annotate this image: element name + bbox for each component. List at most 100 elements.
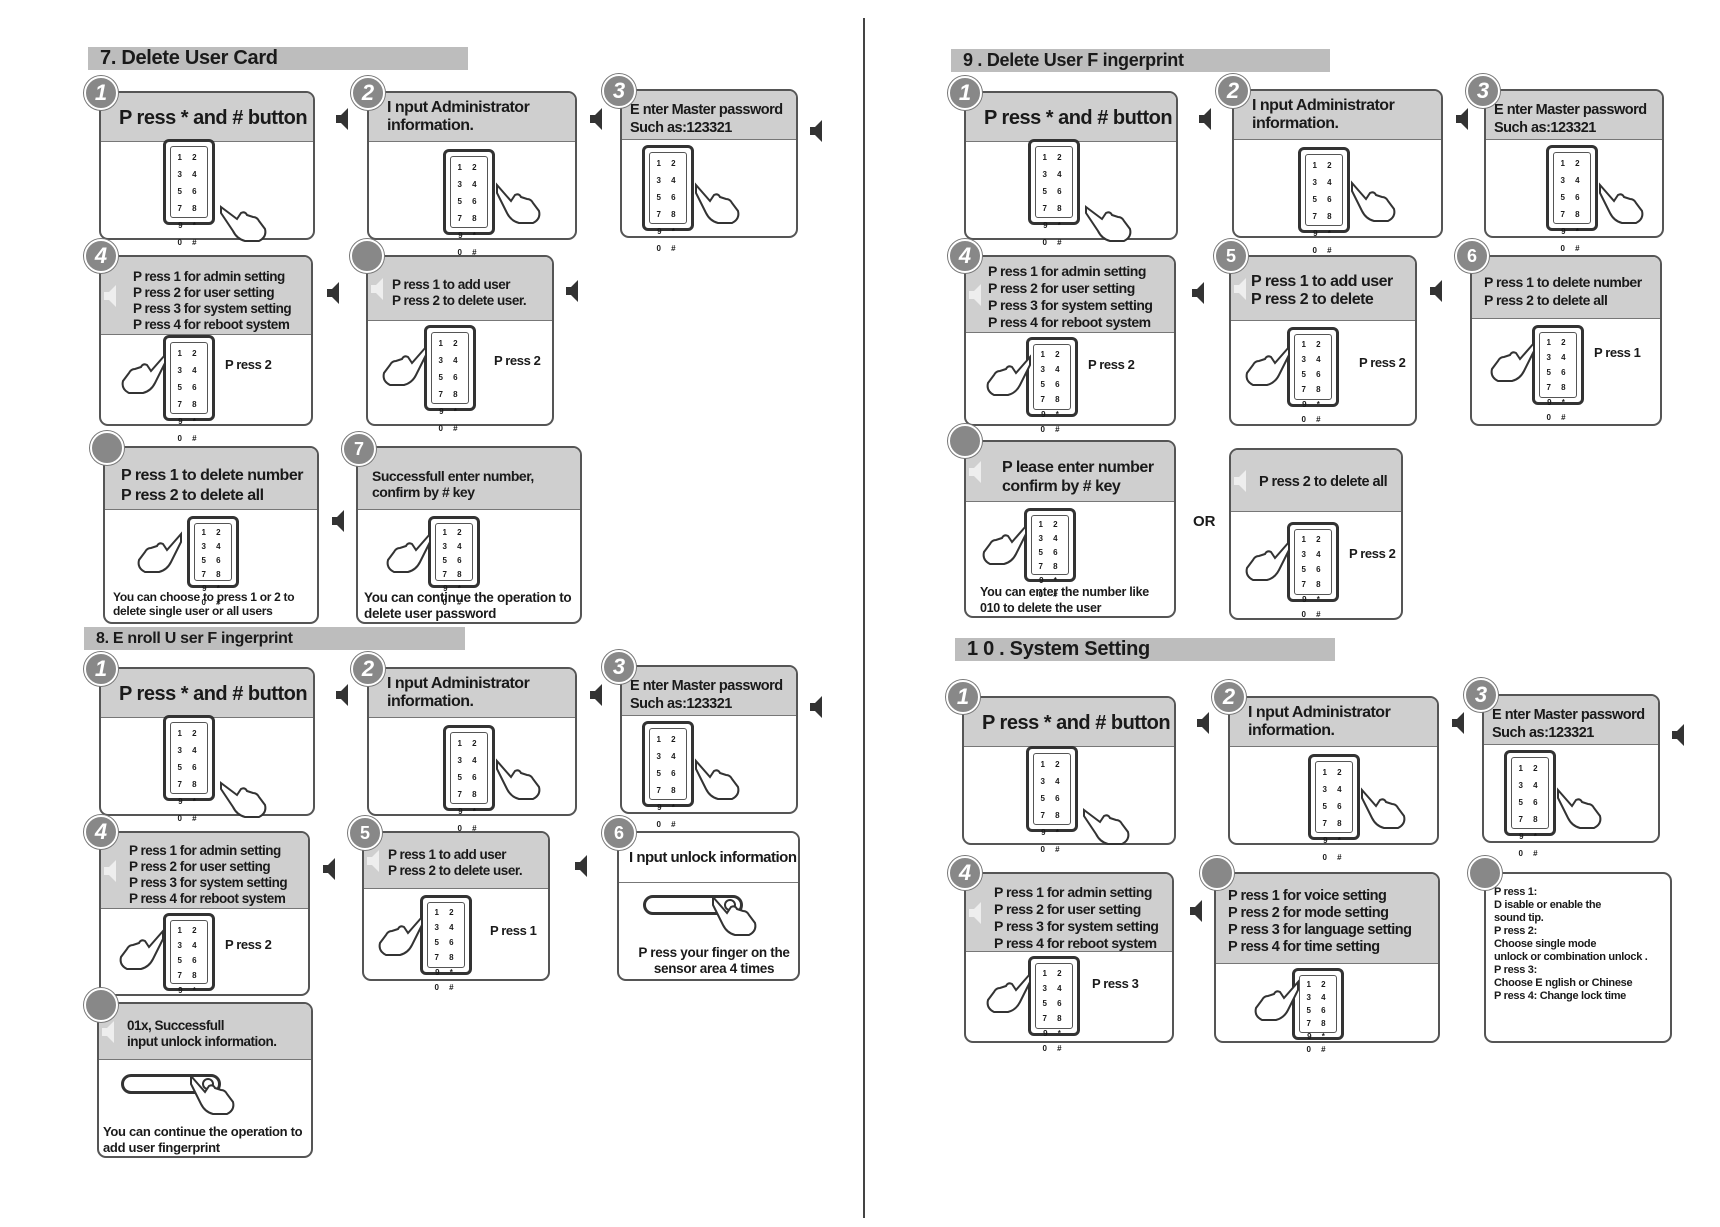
speaker-icon: [104, 859, 116, 882]
step-text: P ress * and # button: [119, 107, 308, 129]
speaker-arrow-icon: [327, 282, 339, 304]
step-text: Such as:123321: [1492, 725, 1594, 741]
step-text: P ress 1 to delete number: [1484, 274, 1642, 290]
pointing-hand-icon: [119, 928, 164, 970]
step-text: P lease enter number: [1002, 459, 1154, 476]
step-text: Such as:123321: [1494, 120, 1596, 136]
pointing-hand-icon: [1361, 787, 1406, 829]
s10-step1: P ress * and # button 1 2 3 4 5 6 7 8 9 …: [962, 696, 1176, 854]
s8-step7: 01x, Successfull input unlock informatio…: [97, 1002, 313, 1158]
step-badge: [350, 239, 384, 273]
settings-notes: P ress 1: D isable or enable the sound t…: [1494, 886, 1672, 1003]
pointing-hand-icon: [712, 895, 757, 936]
step-text: Successfull enter number,: [372, 468, 534, 484]
pointing-hand-icon: [220, 781, 267, 818]
pointing-hand-icon: [1490, 340, 1535, 382]
pointing-hand-icon: [1254, 979, 1299, 1021]
step-text: E nter Master password: [630, 678, 783, 694]
step-badge: 1: [948, 76, 982, 110]
step-text: input unlock information.: [127, 1034, 277, 1049]
step-text: E nter Master password: [1494, 102, 1647, 118]
keypad-icon: 1 2 3 4 5 6 7 8 9 * 0 #: [443, 149, 495, 257]
s8-step6: I nput unlock information P ress your fi…: [617, 831, 800, 981]
note-line: D isable or enable the: [1494, 899, 1602, 911]
press-label: P ress 1: [490, 923, 537, 938]
step-text: information.: [1248, 722, 1335, 739]
step-text: P ress 3 for system setting: [129, 875, 288, 890]
keypad-icon: 1 2 3 4 5 6 7 8 9 * 0 #: [163, 913, 215, 1010]
pointing-hand-icon: [496, 758, 541, 800]
page-divider: [863, 18, 865, 1218]
pointing-hand-icon: [378, 914, 423, 956]
s10-step2: I nput Administrator information. 1 2 3 …: [1228, 696, 1439, 862]
keypad-icon: 1 2 3 4 5 6 7 8 9 * 0 #: [1292, 968, 1344, 1054]
step-text: E nter Master password: [630, 102, 783, 118]
keypad-icon: 1 2 3 4 5 6 7 8 9 * 0 #: [163, 715, 215, 823]
press-label: P ress 2: [225, 357, 272, 372]
keypad-icon: 1 2 3 4 5 6 7 8 9 * 0 #: [1308, 754, 1360, 862]
step-text: P ress 4 for time setting: [1228, 939, 1380, 955]
speaker-arrow-icon: [323, 858, 335, 880]
speaker-arrow-icon: [1456, 108, 1468, 130]
press-label: P ress 2: [494, 353, 541, 368]
keypad-icon: 1 2 3 4 5 6 7 8 9 * 0 #: [420, 895, 472, 992]
note-line: sound tip.: [1494, 912, 1544, 924]
keypad-icon: 1 2 3 4 5 6 7 8 9 * 0 #: [1028, 956, 1080, 1053]
step-text: information.: [387, 117, 474, 134]
step-badge: [1200, 856, 1234, 890]
step-badge: 4: [948, 239, 982, 273]
s8-step2: I nput Administrator information. 1 2 3 …: [367, 667, 577, 833]
step-badge: 5: [1214, 239, 1248, 273]
speaker-icon: [367, 849, 379, 872]
step-text: information.: [1252, 115, 1339, 132]
press-label: P ress 2: [1088, 357, 1135, 372]
s10-step4: P ress 1 for admin setting P ress 2 for …: [964, 872, 1174, 1053]
step-text: P ress 1 for admin setting: [133, 269, 285, 284]
speaker-icon: [102, 1020, 114, 1043]
note-line: P ress 1:: [1494, 886, 1537, 898]
step-note: P ress your finger on the sensor area 4 …: [638, 945, 790, 976]
speaker-icon: [969, 901, 981, 924]
s7-step2: I nput Administrator information. 1 2 3 …: [367, 91, 577, 257]
keypad-icon: 1 2 3 4 5 6 7 8 9 * 0 #: [424, 325, 476, 433]
press-label: P ress 3: [1092, 976, 1139, 991]
step-text: Such as:123321: [630, 696, 732, 712]
step-text: I nput Administrator: [1248, 704, 1391, 721]
step-badge: 1: [84, 76, 118, 110]
pointing-hand-icon: [121, 352, 166, 394]
section-title-8: 8. E nroll U ser F ingerprint: [84, 627, 465, 650]
s9-step5: P ress 1 to add user P ress 2 to delete …: [1229, 255, 1417, 426]
s9-step6: P ress 1 to delete number P ress 2 to de…: [1470, 255, 1662, 426]
step-text: information.: [387, 693, 474, 710]
press-label: P ress 2: [1349, 546, 1396, 561]
step-badge: 2: [351, 76, 385, 110]
speaker-icon: [969, 283, 981, 306]
step-text: P ress 2 for mode setting: [1228, 905, 1389, 921]
pointing-hand-icon: [496, 182, 541, 224]
step-text: P ress 2 to delete all: [1484, 292, 1608, 308]
step-badge: 6: [602, 816, 636, 850]
step-text: P ress 3 for system setting: [133, 301, 292, 316]
pointing-hand-icon: [1245, 539, 1290, 581]
step-text: P ress 2 to delete all: [121, 487, 264, 504]
press-label: P ress 2: [225, 937, 272, 952]
s9-step7-alt: P ress 2 to delete all 1 2 3 4 5 6 7 8 9…: [1229, 448, 1403, 620]
s8-step5: P ress 1 to add user P ress 2 to delete …: [362, 831, 550, 992]
step-badge: 2: [1212, 680, 1246, 714]
step-text: 01x, Successfull: [127, 1018, 225, 1033]
pointing-hand-icon: [986, 971, 1031, 1013]
step-badge: 3: [602, 650, 636, 684]
step-text: P ress 1 for admin setting: [988, 263, 1146, 279]
step-badge: 3: [1464, 678, 1498, 712]
note-line: P ress 2:: [1494, 925, 1537, 937]
keypad-icon: 1 2 3 4 5 6 7 8 9 * 0 #: [1026, 746, 1078, 854]
speaker-arrow-icon: [590, 108, 602, 130]
step-text: P ress 4 for reboot system: [133, 317, 290, 332]
speaker-arrow-icon: [336, 684, 348, 706]
keypad-icon: 1 2 3 4 5 6 7 8 9 * 0 #: [642, 721, 694, 829]
section-title-9: 9 . Delete User F ingerprint: [951, 49, 1330, 72]
s7-step5: P ress 1 to add user P ress 2 to delete …: [366, 255, 554, 433]
step-badge: 6: [1455, 239, 1489, 273]
s9-step3: E nter Master password Such as:123321 1 …: [1484, 89, 1664, 253]
step-note: You can enter the number like 010 to del…: [980, 585, 1149, 615]
